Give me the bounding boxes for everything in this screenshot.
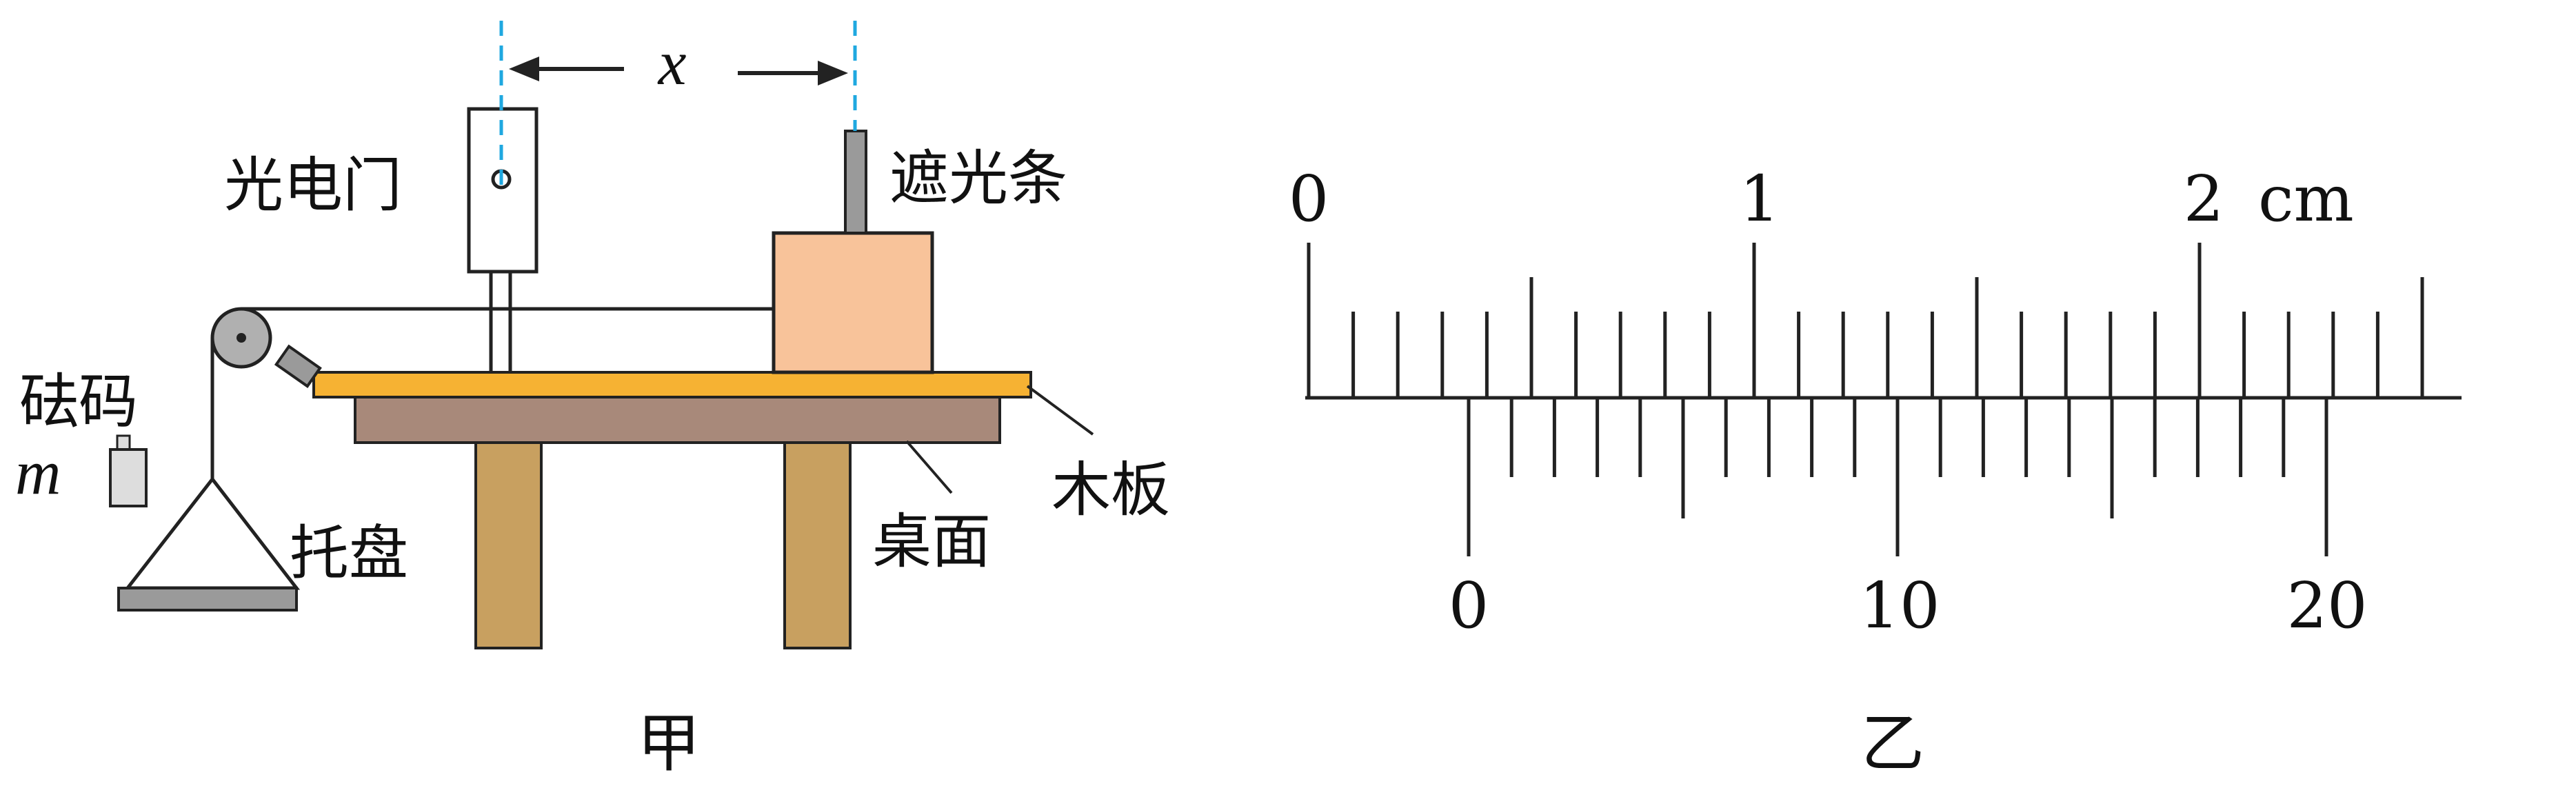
- main-scale-unit: cm: [2258, 162, 2354, 236]
- photogate-body: [467, 107, 539, 274]
- pulley-clamp: [274, 344, 322, 388]
- weight-label: 砝码: [19, 367, 138, 436]
- sliding-block: [772, 231, 934, 374]
- photogate-label: 光电门: [224, 151, 402, 220]
- vernier-scale-label-10: 10: [1859, 569, 1940, 643]
- tabletop-leader-line: [905, 440, 953, 494]
- arrow-right-head: [818, 61, 848, 85]
- tabletop-label: 桌面: [872, 507, 991, 576]
- pulley-axle: [237, 333, 246, 343]
- main-scale-label-1: 1: [1740, 162, 1780, 236]
- weight-body: [109, 448, 148, 507]
- diagram-a: x 光电门 遮光条 砝码 m 托盘 桌面 木板 甲: [15, 21, 1170, 780]
- wooden-board: [312, 371, 1032, 398]
- caption-b: 乙: [1861, 707, 1924, 780]
- main-scale-label-0: 0: [1289, 162, 1329, 236]
- shading-strip-label: 遮光条: [889, 144, 1067, 213]
- diagram-b: 0 1 2 cm 0 10 20 乙: [1289, 162, 2462, 780]
- arrow-left-head: [509, 57, 539, 81]
- tabletop: [354, 393, 1001, 444]
- vernier-scale-ticks: [1467, 398, 2328, 556]
- main-scale-label-2: 2: [2184, 162, 2224, 236]
- board-label: 木板: [1051, 456, 1170, 525]
- caption-a: 甲: [637, 707, 701, 780]
- tray-plate: [117, 587, 298, 612]
- tray-hanger: [123, 476, 301, 590]
- main-scale-ticks: [1307, 243, 2424, 398]
- shading-strip: [844, 130, 867, 234]
- table-leg-right: [783, 440, 852, 649]
- board-leader-line: [1026, 385, 1094, 436]
- table-leg-left: [474, 440, 543, 649]
- mass-symbol-label: m: [15, 437, 61, 507]
- vernier-scale-label-20: 20: [2286, 569, 2367, 643]
- distance-label: x: [657, 28, 687, 98]
- vernier-scale-label-0: 0: [1449, 569, 1489, 643]
- tray-label: 托盘: [290, 519, 408, 588]
